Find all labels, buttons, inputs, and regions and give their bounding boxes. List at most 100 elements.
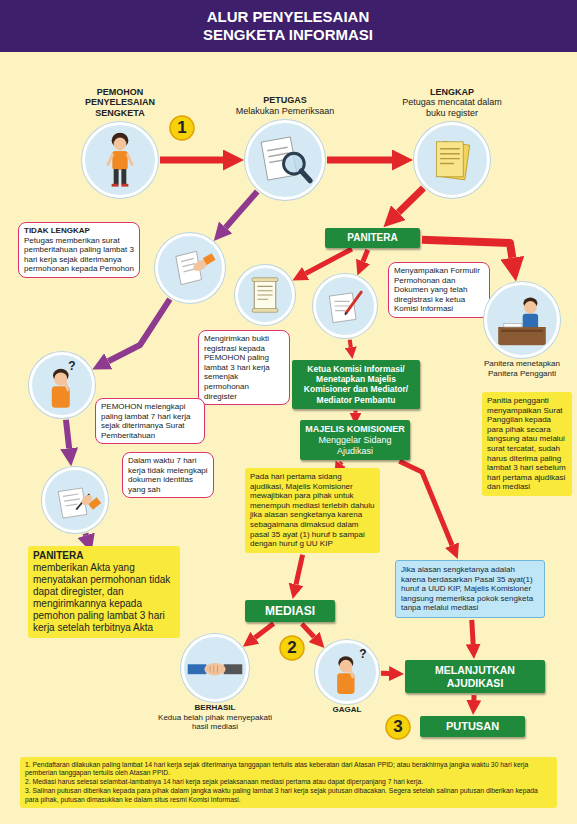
heading: PEMOHON PENYELESAIAN SENGKETA	[75, 87, 165, 119]
body-text: Petugas mencatat dalam buku register	[392, 97, 512, 119]
success-circle: BERHASILKedua belah pihak menyepakati ha…	[181, 634, 249, 702]
figure-part	[252, 278, 278, 282]
flow-arrow	[226, 192, 258, 228]
figure-part	[301, 171, 310, 181]
figure-part	[437, 142, 464, 177]
body-text: memberikan Akta yang menyatakan permohon…	[33, 562, 175, 634]
callout-bubble: Mengirimkan bukti registrasi kepada PEMO…	[198, 330, 290, 405]
figure-part	[254, 280, 276, 310]
flow-arrow	[472, 620, 473, 644]
figure-part	[107, 154, 113, 166]
body-text: PEMOHON melengkapi paling lambat 7 hari …	[101, 402, 199, 440]
registration-circle: Mengirimkan bukti registrasi kepada PEMO…	[235, 265, 295, 325]
illustration	[45, 470, 105, 530]
heading: BERHASIL	[150, 703, 280, 713]
figure-part	[210, 666, 217, 673]
heading: PUTUSAN	[425, 720, 520, 733]
flow-arrow	[66, 420, 69, 449]
question-mark: ?	[357, 643, 369, 665]
mediation-band: MEDIASI	[245, 600, 335, 622]
caption: BERHASILKedua belah pihak menyepakati ha…	[150, 703, 280, 732]
illustration	[417, 125, 487, 195]
body-text: Melakukan Pemeriksaan	[225, 106, 345, 117]
body-text: Dalam waktu 7 hari kerja tidak melengkap…	[128, 456, 208, 494]
body-text: Menggelar Sidang Ajudikasi	[305, 435, 405, 457]
flow-arrow	[83, 533, 90, 535]
continue-band: MELANJUTKAN AJUDIKASI	[405, 660, 545, 693]
flow-arrow	[302, 624, 314, 637]
illustration	[238, 268, 292, 322]
mediation-rule-note: Pada hari pertama sidang ajudikasi, Maje…	[245, 468, 380, 553]
figure-part	[112, 184, 119, 187]
figure-part	[127, 154, 133, 166]
figure-part	[329, 293, 356, 323]
heading: MAJELIS KOMISIONER	[305, 424, 405, 435]
illustration	[318, 643, 376, 701]
callout-bubble: Dalam waktu 7 hari kerja tidak melengkap…	[122, 452, 214, 498]
flow-arrow	[398, 188, 423, 213]
figure-part	[66, 384, 68, 390]
flow-arrow	[471, 695, 476, 700]
flow-arrow	[160, 157, 223, 164]
figure-part	[524, 301, 537, 314]
flow-arrow	[422, 240, 512, 258]
illustration	[248, 123, 322, 197]
figure-part	[114, 169, 119, 184]
body-text: Menyampaikan Formulir Permohonan dan Dok…	[394, 266, 484, 314]
badge-disc	[386, 715, 410, 739]
chair-band: Ketua Komisi Informasi/ Menetapkan Majel…	[292, 360, 420, 409]
illustration	[158, 236, 222, 300]
body-text: Petugas memberikan surat pemberitahuan p…	[24, 236, 134, 274]
verdict-band: PUTUSAN	[420, 716, 525, 737]
figure-part	[504, 324, 522, 328]
body-text: Panitera menetapkan Panitera Pengganti	[470, 359, 574, 378]
flow-arrow	[353, 411, 357, 413]
direct-hearing-note: Jika alasan sengketanya adalah karena be…	[395, 560, 545, 618]
missing-id-circle: Dalam waktu 7 hari kerja tidak melengkap…	[42, 467, 108, 533]
incomplete-circle: TIDAK LENGKAPPetugas memberikan surat pe…	[155, 233, 225, 303]
body-text: 2. Mediasi harus selesai selambat-lambat…	[25, 778, 552, 786]
deed-box: PANITERAmemberikan Akta yang menyatakan …	[28, 546, 180, 638]
figure-part	[121, 169, 126, 184]
figure-part	[63, 494, 80, 506]
figure-part	[345, 312, 347, 314]
flow-arrow	[350, 340, 351, 347]
caption: GAGAL	[300, 705, 394, 715]
figure-part	[114, 138, 127, 151]
body-text: Mengirimkan bukti registrasi kepada PEMO…	[204, 334, 284, 401]
caption: PEMOHON PENYELESAIAN SENGKETA	[75, 87, 165, 119]
applicant-complete-circle: PEMOHON melengkapi paling lambat 7 hari …	[29, 352, 95, 418]
body-text: Jika alasan sengketanya adalah karena be…	[401, 565, 539, 613]
figure-part	[112, 151, 127, 170]
flow-arrow	[399, 461, 452, 545]
caption: PETUGASMelakukan Pemeriksaan	[225, 95, 345, 117]
figure-part	[204, 663, 225, 675]
caption: LENGKAPPetugas mencatat dalam buku regis…	[392, 87, 512, 119]
callout-bubble: PEMOHON melengkapi paling lambat 7 hari …	[95, 398, 205, 444]
badge-disc	[280, 636, 304, 660]
heading: MEDIASI	[250, 604, 330, 618]
heading: MELANJUTKAN AJUDIKASI	[410, 664, 540, 689]
callout-number: 1	[170, 117, 194, 139]
flow-arrow	[341, 462, 342, 464]
substitute-circle: Panitera menetapkan Panitera Pengganti	[484, 282, 560, 358]
body-text: Kedua belah pihak menyepakati hasil medi…	[150, 713, 280, 732]
flow-arrow	[327, 157, 392, 164]
figure-part	[350, 671, 352, 677]
heading: PETUGAS	[225, 95, 345, 106]
figure-part	[440, 149, 460, 164]
flow-arrow	[255, 624, 274, 638]
flow-arrow	[363, 250, 368, 262]
flow-arrow	[296, 555, 303, 585]
figure-part	[252, 309, 278, 313]
commission-band: MAJELIS KOMISIONERMenggelar Sidang Ajudi…	[300, 420, 410, 460]
callout-bubble: TIDAK LENGKAPPetugas memberikan surat pe…	[18, 222, 140, 278]
heading: Ketua Komisi Informasi/ Menetapkan Majel…	[297, 364, 415, 405]
callout-number: 2	[280, 637, 304, 659]
illustration	[487, 285, 557, 355]
flow-arrow	[108, 299, 170, 361]
failure-circle: GAGAL	[315, 640, 379, 704]
applicant-circle: PEMOHON PENYELESAIAN SENGKETA	[82, 122, 158, 198]
body-text: Pada hari pertama sidang ajudikasi, Maje…	[250, 472, 375, 549]
flow-arrow	[381, 671, 389, 676]
